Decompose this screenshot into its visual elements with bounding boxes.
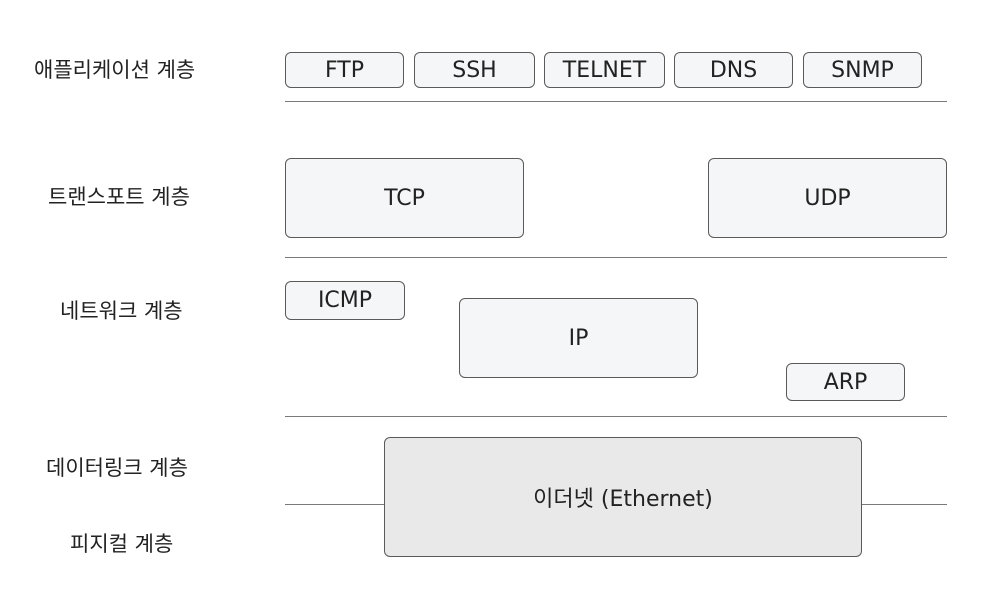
- snmp-box: SNMP: [803, 52, 922, 88]
- transport-layer-label: 트랜스포트 계층: [48, 185, 190, 209]
- arp-box: ARP: [786, 363, 905, 401]
- application-divider: [285, 101, 947, 102]
- network-divider: [285, 416, 947, 417]
- transport-divider: [285, 257, 947, 258]
- ip-box: IP: [459, 298, 698, 378]
- network-layer-label: 네트워크 계층: [60, 299, 183, 323]
- physical-layer-label: 피지컬 계층: [70, 532, 174, 556]
- datalink-physical-divider-right: [860, 504, 947, 505]
- datalink-layer-label: 데이터링크 계층: [46, 456, 188, 480]
- tcp-box: TCP: [285, 158, 524, 238]
- udp-box: UDP: [708, 158, 947, 238]
- ftp-box: FTP: [285, 52, 404, 88]
- datalink-physical-divider-left: [285, 504, 385, 505]
- ssh-box: SSH: [414, 52, 535, 88]
- icmp-box: ICMP: [285, 281, 405, 320]
- telnet-box: TELNET: [544, 52, 665, 88]
- dns-box: DNS: [674, 52, 793, 88]
- application-layer-label: 애플리케이션 계층: [34, 58, 196, 82]
- ethernet-box: 이더넷 (Ethernet): [384, 437, 862, 557]
